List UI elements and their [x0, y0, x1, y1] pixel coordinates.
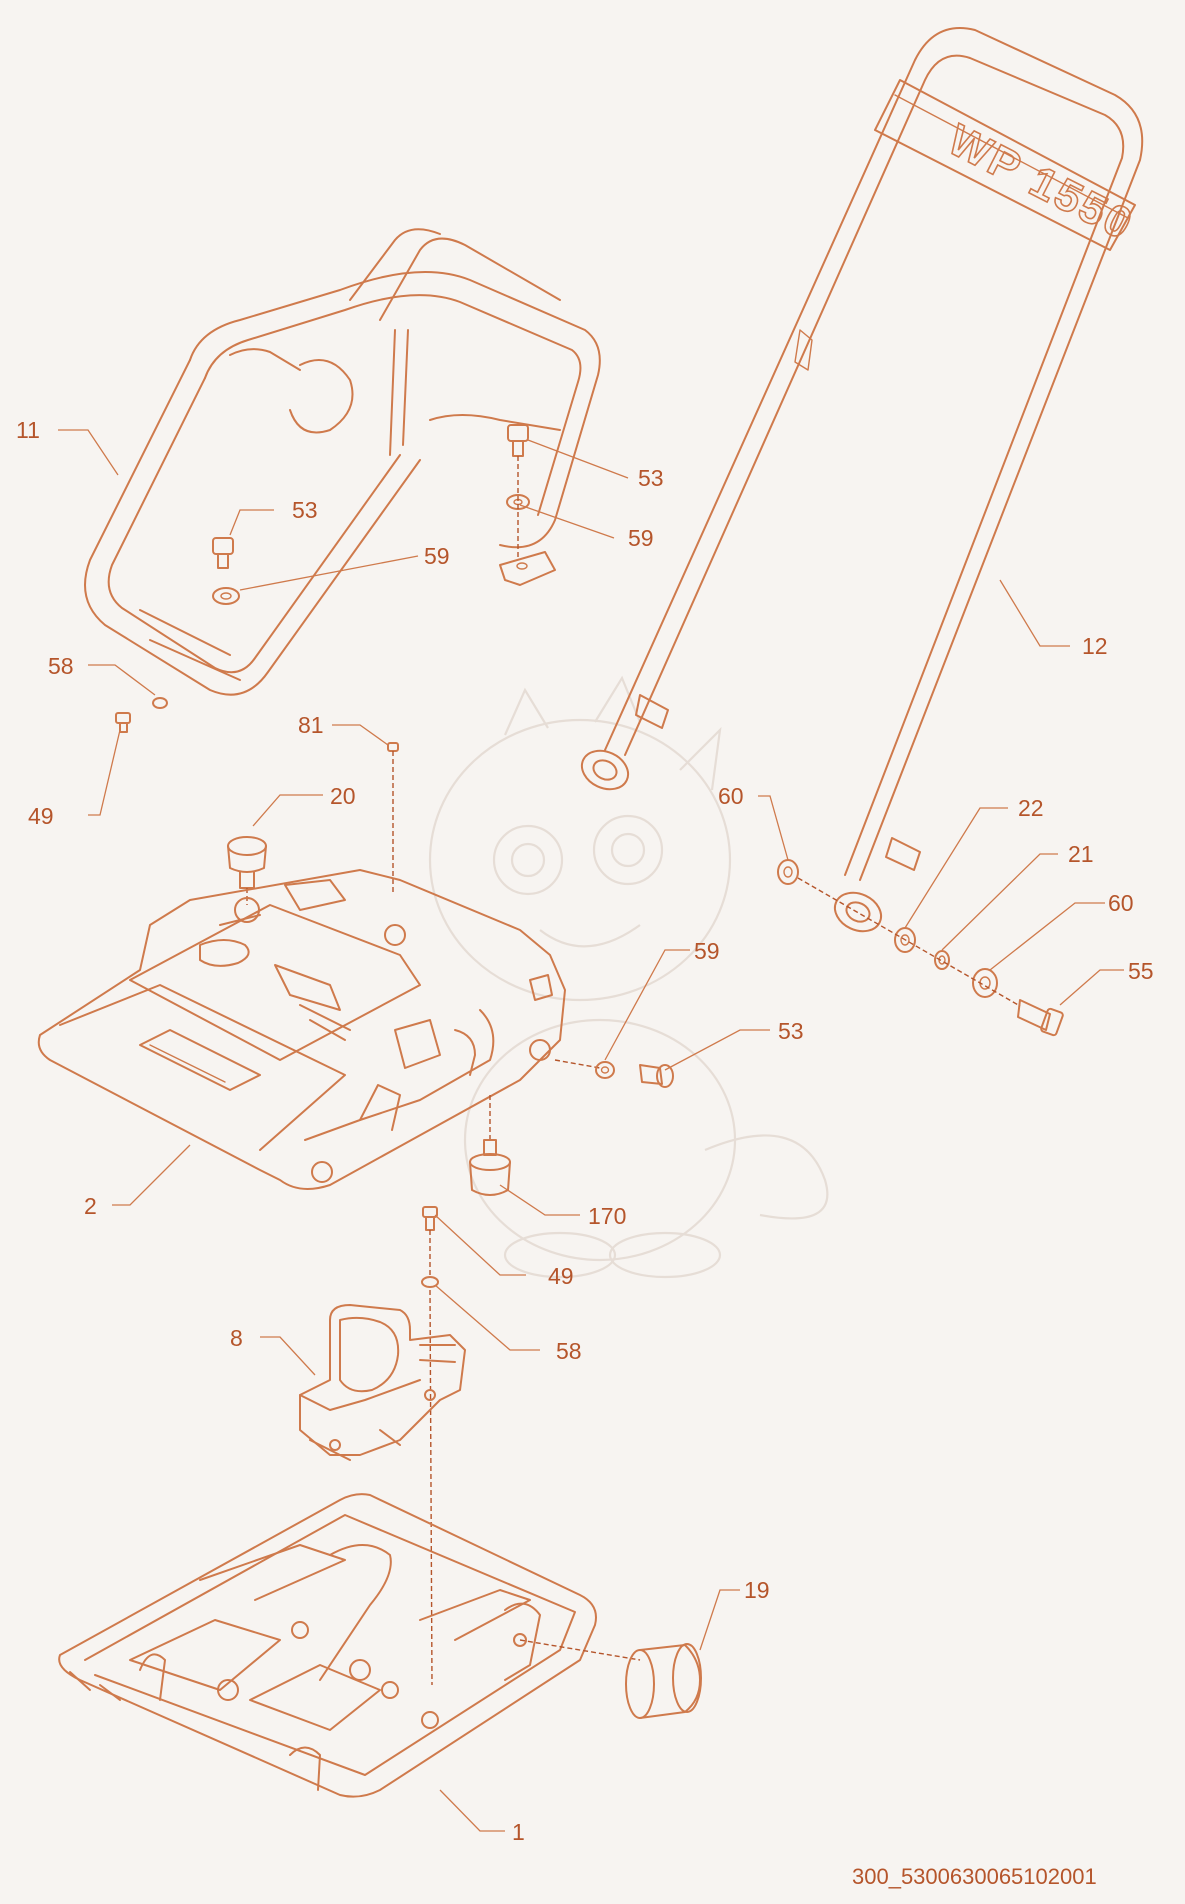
center-bolt-and-washer — [421, 1206, 439, 1686]
handle-pivot-hardware — [777, 859, 1064, 1037]
callout-19: 19 — [744, 1577, 770, 1603]
callout-49-left: 49 — [28, 803, 54, 829]
callout-53-bracket: 53 — [638, 465, 664, 491]
part-20-rubber-cap — [227, 836, 267, 905]
callout-labels: 11 53 59 53 59 12 58 49 81 20 60 22 21 6… — [16, 417, 1154, 1845]
chassis-side-fasteners — [595, 1061, 674, 1088]
part-170-rubber-buffer — [469, 1139, 511, 1196]
callout-58-center: 58 — [556, 1338, 582, 1364]
callout-53-chassis: 53 — [778, 1018, 804, 1044]
callout-59-bracket: 59 — [628, 525, 654, 551]
callout-53-frame: 53 — [292, 497, 318, 523]
callout-60-inner: 60 — [718, 783, 744, 809]
callout-21: 21 — [1068, 841, 1094, 867]
callout-8: 8 — [230, 1325, 243, 1351]
callout-60-outer: 60 — [1108, 890, 1134, 916]
watermark-dragon-icon — [428, 675, 829, 1279]
hardware-fasteners — [115, 424, 556, 895]
callout-2: 2 — [84, 1193, 97, 1219]
part-11-lifting-frame — [84, 228, 601, 696]
callout-1: 1 — [512, 1819, 525, 1845]
drawing-number: 300_5300630065102001 — [852, 1864, 1097, 1889]
callout-11: 11 — [16, 417, 40, 443]
callout-55: 55 — [1128, 958, 1154, 984]
callout-leaders — [58, 429, 1124, 1832]
callout-81: 81 — [298, 712, 324, 738]
part-19-rubber-bumper — [625, 1643, 702, 1719]
callout-170: 170 — [588, 1203, 626, 1229]
callout-49-center: 49 — [548, 1263, 574, 1289]
callout-58-left: 58 — [48, 653, 74, 679]
callout-59-frame: 59 — [424, 543, 450, 569]
callout-12: 12 — [1082, 633, 1108, 659]
callout-22: 22 — [1018, 795, 1044, 821]
callout-59-chassis: 59 — [694, 938, 720, 964]
part-1-base-plate — [58, 1493, 641, 1798]
callout-20: 20 — [330, 783, 356, 809]
part-8-exciter-housing — [299, 1304, 466, 1461]
part-2-engine-chassis — [37, 869, 601, 1190]
